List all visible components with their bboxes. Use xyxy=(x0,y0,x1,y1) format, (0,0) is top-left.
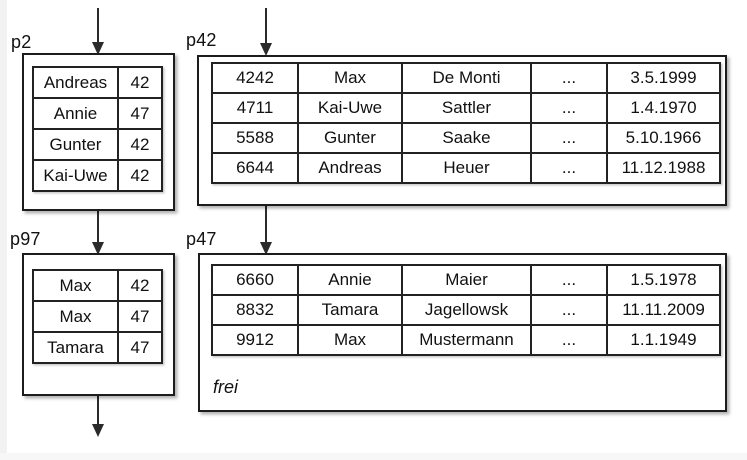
table-cell: 1.1.1949 xyxy=(606,324,721,356)
table-cell: Sattler xyxy=(401,92,532,124)
arrow-p97-to-bottom xyxy=(91,396,104,437)
table-cell: Max xyxy=(297,324,403,356)
table-cell: Jagellowsk xyxy=(401,294,532,326)
page-label-p2: p2 xyxy=(11,32,32,52)
table-cell: 42 xyxy=(117,66,163,99)
table-cell: ... xyxy=(530,324,608,356)
table-cell: Maier xyxy=(401,264,532,296)
table-cell: Heuer xyxy=(401,152,532,184)
table-cell: De Monti xyxy=(401,62,532,94)
table-cell: Kai-Uwe xyxy=(297,92,403,124)
table-cell: ... xyxy=(530,122,608,154)
left-edge-strip xyxy=(0,0,7,460)
free-space-label: frei xyxy=(213,377,239,397)
table-cell: 8832 xyxy=(211,294,299,326)
table-cell: Andreas xyxy=(297,152,403,184)
arrow-shaft xyxy=(96,396,99,424)
table-cell: Tamara xyxy=(32,331,119,364)
arrow-p42-to-p47 xyxy=(259,206,272,255)
arrow-head-icon xyxy=(91,242,104,255)
arrow-shaft xyxy=(264,8,267,43)
arrow-head-icon xyxy=(91,42,104,55)
table-cell: Max xyxy=(297,62,403,94)
table-cell: Tamara xyxy=(297,294,403,326)
table-cell: Saake xyxy=(401,122,532,154)
table-cell: ... xyxy=(530,152,608,184)
table-cell: 11.12.1988 xyxy=(606,152,721,184)
table-cell: ... xyxy=(530,62,608,94)
table-cell: 42 xyxy=(117,128,163,161)
table-cell: Gunter xyxy=(297,122,403,154)
table-cell: 1.4.1970 xyxy=(606,92,721,124)
arrow-shaft xyxy=(264,206,267,242)
arrow-shaft xyxy=(96,8,99,42)
table-cell: 4242 xyxy=(211,62,299,94)
arrow-head-icon xyxy=(259,242,272,255)
page-label-p47: p47 xyxy=(186,229,217,249)
bottom-edge-strip xyxy=(0,453,747,460)
table-cell: 47 xyxy=(117,97,163,130)
table-cell: Annie xyxy=(32,97,119,130)
page-label-p97: p97 xyxy=(10,229,41,249)
table-cell: Annie xyxy=(297,264,403,296)
table-cell: Mustermann xyxy=(401,324,532,356)
arrow-shaft xyxy=(96,211,99,242)
table-cell: 6660 xyxy=(211,264,299,296)
table-cell: 1.5.1978 xyxy=(606,264,721,296)
table-cell: Max xyxy=(32,269,119,302)
table-cell: ... xyxy=(530,92,608,124)
table-cell: 47 xyxy=(117,300,163,333)
arrow-head-icon xyxy=(91,424,104,437)
table-cell: 42 xyxy=(117,159,163,192)
table-cell: Gunter xyxy=(32,128,119,161)
table-cell: Max xyxy=(32,300,119,333)
table-cell: 47 xyxy=(117,331,163,364)
table-cell: 5588 xyxy=(211,122,299,154)
arrow-top-to-p2 xyxy=(91,8,104,55)
page-label-p42: p42 xyxy=(186,30,217,50)
table-cell: 9912 xyxy=(211,324,299,356)
table-cell: ... xyxy=(530,294,608,326)
table-cell: 5.10.1966 xyxy=(606,122,721,154)
arrow-head-icon xyxy=(259,43,272,56)
table-cell: Kai-Uwe xyxy=(32,159,119,192)
arrow-p2-to-p97 xyxy=(91,211,104,255)
table-cell: 11.11.2009 xyxy=(606,294,721,326)
table-cell: ... xyxy=(530,264,608,296)
table-cell: 4711 xyxy=(211,92,299,124)
arrow-top-to-p42 xyxy=(259,8,272,56)
table-cell: 6644 xyxy=(211,152,299,184)
table-cell: 3.5.1999 xyxy=(606,62,721,94)
table-cell: 42 xyxy=(117,269,163,302)
table-cell: Andreas xyxy=(32,66,119,99)
